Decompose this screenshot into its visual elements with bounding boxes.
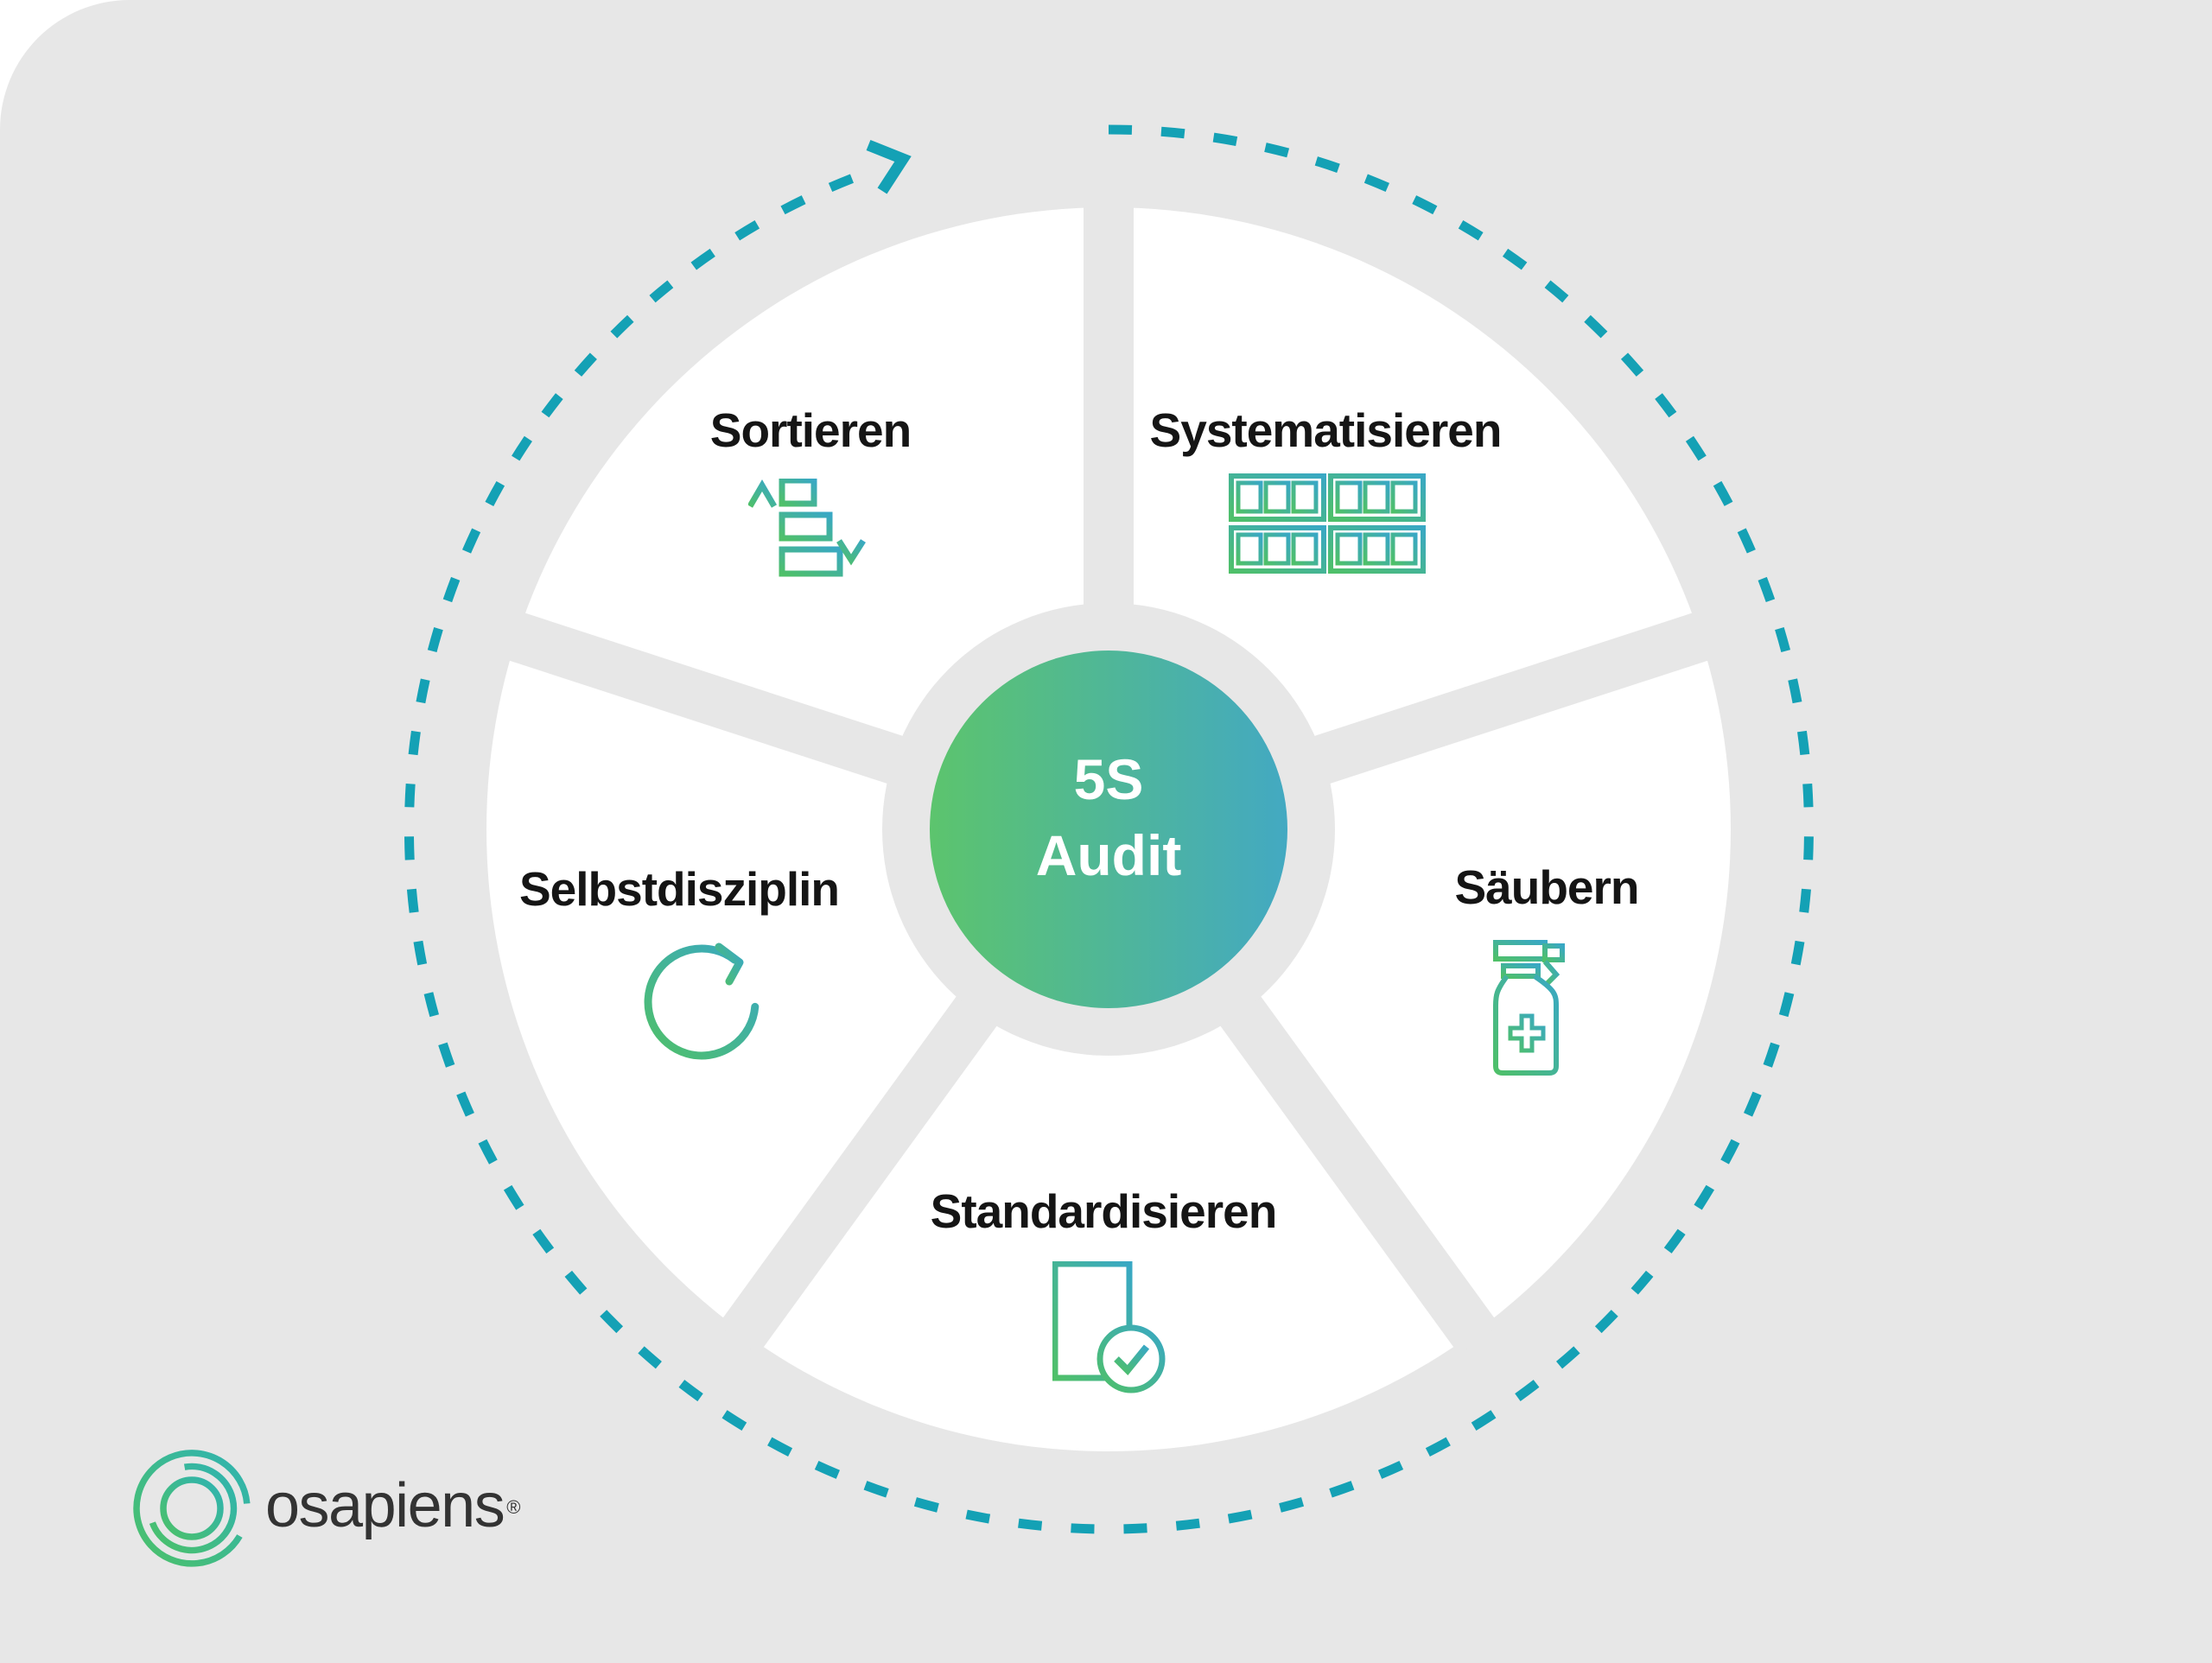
spray-bottle-icon [1493,940,1565,1076]
center-circle [930,651,1287,1008]
registered-trademark-symbol: ® [506,1495,520,1518]
brand-wordmark: osapiens® [265,1470,520,1540]
osapiens-logo-icon [133,1450,251,1567]
center-title-line1: 5S [1073,747,1144,811]
sort-order-icon [748,479,866,577]
segment-label-standardisieren: Standardisieren [930,1184,1278,1238]
brand-name: osapiens [265,1470,505,1540]
center-title-line2: Audit [1035,823,1182,887]
refresh-cycle-icon [644,943,760,1060]
storage-boxes-icon [1229,473,1426,574]
segment-label-selbstdisziplin: Selbstdisziplin [518,862,840,916]
document-check-icon [1052,1261,1166,1393]
brand-logo: osapiens® [130,1446,520,1571]
segment-label-sortieren: Sortieren [709,403,912,457]
segment-label-systematisieren: Systematisieren [1149,403,1503,457]
cycle-dashed-circle [404,124,1814,1534]
cycle-arrowhead-icon [866,139,912,194]
segment-label-saeubern: Säubern [1454,860,1639,914]
center-title: 5S Audit [1036,741,1182,893]
